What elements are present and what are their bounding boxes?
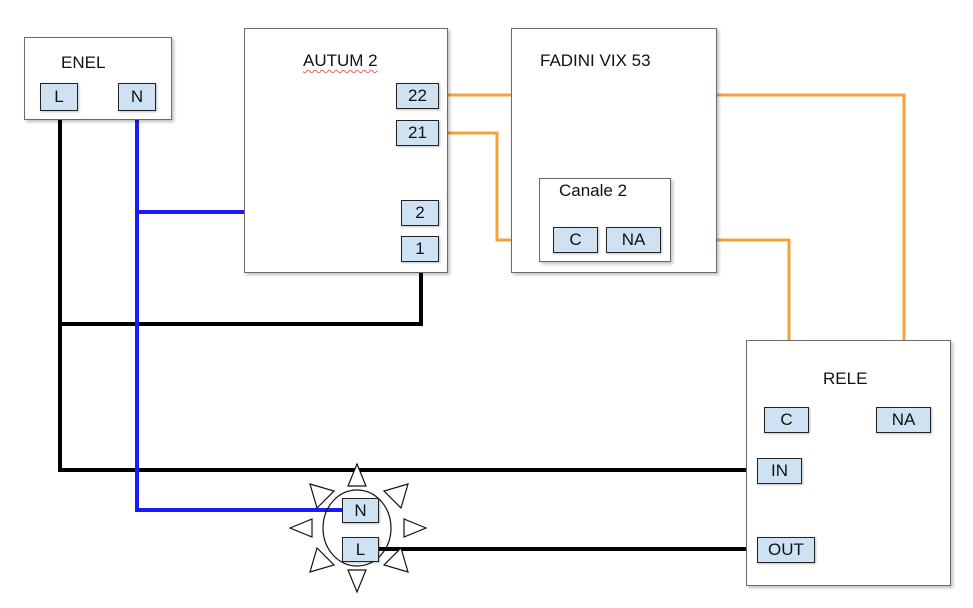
- lamp-terminal-n: N: [342, 498, 379, 523]
- wire-enel-l-to-rele-in: [58, 110, 757, 472]
- autum-title: AUTUM 2: [303, 51, 378, 70]
- wire-enel-n-to-lamp-n: [135, 110, 342, 512]
- fadini-title: FADINI VIX 53: [540, 51, 651, 70]
- autum-terminal-22: 22: [396, 83, 439, 109]
- autum-box: [244, 28, 448, 273]
- rele-title: RELE: [823, 369, 868, 388]
- autum-terminal-2: 2: [401, 200, 439, 226]
- autum-terminal-21: 21: [396, 120, 439, 146]
- autum-terminal-1: 1: [401, 236, 439, 262]
- wire-l-to-autum-1: [60, 262, 423, 326]
- channel-title: Canale 2: [559, 181, 628, 200]
- enel-terminal-l: L: [40, 83, 78, 111]
- sun-lamp-icon: [288, 462, 428, 594]
- channel-terminal-na: NA: [606, 227, 661, 253]
- rele-terminal-na: NA: [876, 407, 931, 433]
- channel-terminal-c: C: [553, 227, 598, 253]
- rele-terminal-out: OUT: [757, 537, 815, 563]
- lamp-terminal-l: L: [342, 537, 379, 562]
- rele-terminal-c: C: [764, 407, 809, 433]
- rele-terminal-in: IN: [757, 458, 802, 484]
- enel-terminal-n: N: [118, 83, 156, 111]
- enel-title: ENEL: [61, 53, 106, 72]
